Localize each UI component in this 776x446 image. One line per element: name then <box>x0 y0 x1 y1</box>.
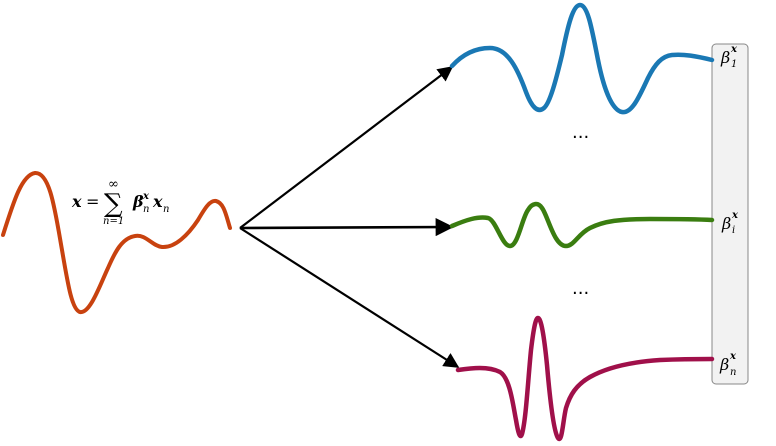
coefficient-beta-n-sub: n <box>730 367 736 378</box>
equation-beta-sup: x <box>142 191 150 202</box>
arrow-to-component-1 <box>239 66 454 229</box>
coefficient-beta-1: β x 1 <box>720 44 738 70</box>
equation-beta-sub: n <box>143 204 149 215</box>
coefficient-beta-i-sup: x <box>731 210 739 221</box>
arrow-to-component-i <box>239 217 454 237</box>
equation-x: x <box>152 192 163 211</box>
coefficient-beta-n: β x n <box>719 351 737 378</box>
equation-upper-limit: ∞ <box>108 177 119 192</box>
coefficient-beta-i-symbol: β <box>721 214 731 233</box>
equation-lower-limit: n=1 <box>103 216 124 227</box>
input-signal-curve <box>1 171 232 314</box>
coefficient-beta-i: β x i <box>721 210 739 236</box>
arrow-to-component-n <box>239 227 460 368</box>
equation-equals: = <box>86 192 99 211</box>
coefficient-beta-1-sub: 1 <box>731 59 737 70</box>
component-n-curve <box>455 315 715 442</box>
coefficient-beta-n-symbol: β <box>719 355 729 374</box>
component-1-curve <box>449 2 715 115</box>
coefficient-beta-n-sup: x <box>729 351 737 362</box>
component-i-curve <box>449 201 715 249</box>
coefficient-beta-1-symbol: β <box>720 48 730 67</box>
ellipsis-bottom: ... <box>572 278 589 299</box>
equation-lhs: x <box>71 192 82 211</box>
equation-beta: β <box>132 192 144 211</box>
coefficient-beta-i-sub: i <box>732 225 735 236</box>
ellipsis-top: ... <box>572 122 589 143</box>
equation-sum-symbol: ∑ <box>104 189 123 219</box>
coefficient-beta-1-sup: x <box>730 44 738 55</box>
equation-x-sub: n <box>163 204 169 215</box>
coefficient-panel <box>711 43 749 385</box>
decomposition-equation: x = ∞ ∑ n=1 β x n x n <box>71 177 169 227</box>
